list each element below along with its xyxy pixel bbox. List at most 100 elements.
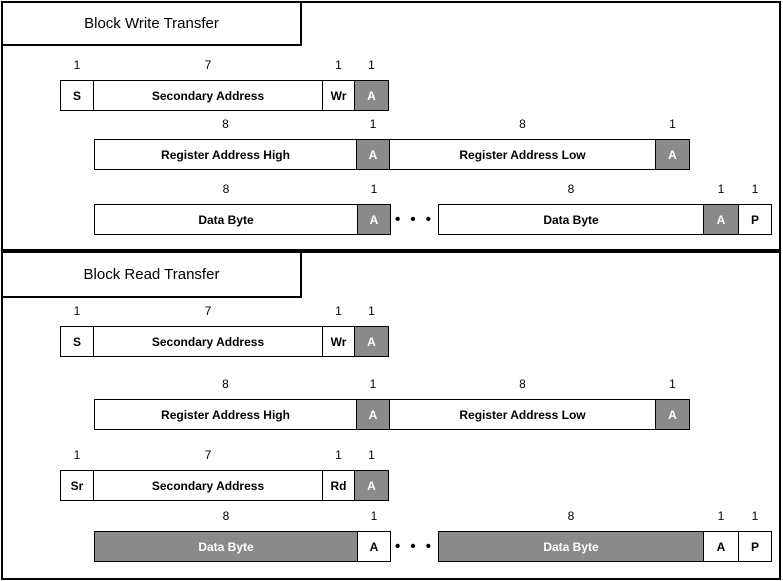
write-register-address-row: 8 Register Address High 1 A 8 Register A… xyxy=(94,117,690,170)
bit-cell: Wr xyxy=(322,326,355,357)
block-write-section-border xyxy=(1,1,781,251)
field-register-address-low: 8 Register Address Low xyxy=(389,117,656,170)
bit-count: 1 xyxy=(335,58,342,72)
bit-cell: P xyxy=(738,204,772,235)
field-data-byte: 8 Data Byte xyxy=(94,182,358,235)
block-read-title: Block Read Transfer xyxy=(83,266,220,283)
field-ack: 1 A xyxy=(354,58,389,111)
field-ack: 1 A xyxy=(356,377,390,430)
bit-count: 1 xyxy=(370,509,378,523)
field-ack: 1 A xyxy=(354,448,389,501)
bit-cell: A xyxy=(655,399,690,430)
read-data-row-left: 8 Data Byte 1 A xyxy=(94,509,391,562)
bit-cell: Secondary Address xyxy=(93,326,323,357)
bit-cell: A xyxy=(356,139,390,170)
bit-count: 1 xyxy=(368,448,375,462)
field-register-address-low: 8 Register Address Low xyxy=(389,377,656,430)
bit-count: 7 xyxy=(204,448,212,462)
bit-count: 1 xyxy=(368,304,375,318)
bit-cell: A xyxy=(655,139,690,170)
field-stop: 1 P xyxy=(738,509,772,562)
bit-count: 1 xyxy=(369,377,377,391)
bit-cell: Register Address Low xyxy=(389,399,656,430)
bit-cell: A xyxy=(354,470,389,501)
bit-cell: Register Address Low xyxy=(389,139,656,170)
bit-cell: Register Address High xyxy=(94,399,357,430)
field-register-address-high: 8 Register Address High xyxy=(94,377,357,430)
bit-cell: A xyxy=(357,531,391,562)
field-repeated-start: 1 Sr xyxy=(60,448,94,501)
bit-count: 8 xyxy=(519,377,526,391)
bit-cell: P xyxy=(738,531,772,562)
bit-cell: A xyxy=(703,531,739,562)
field-data-byte: 8 Data Byte xyxy=(438,509,704,562)
bit-cell: Secondary Address xyxy=(93,470,323,501)
block-read-section-border xyxy=(1,251,781,580)
field-read-bit: 1 Rd xyxy=(322,448,355,501)
field-secondary-address: 7 Secondary Address xyxy=(93,58,323,111)
bit-cell: A xyxy=(354,326,389,357)
ellipsis: • • • xyxy=(394,538,435,555)
ellipsis: • • • xyxy=(394,211,435,228)
bit-cell: A xyxy=(356,399,390,430)
field-write-bit: 1 Wr xyxy=(322,304,355,357)
field-data-byte: 8 Data Byte xyxy=(438,182,704,235)
bit-count: 1 xyxy=(717,509,725,523)
bit-count: 1 xyxy=(669,377,676,391)
bit-count: 7 xyxy=(204,304,212,318)
bit-count: 1 xyxy=(73,448,81,462)
field-start: 1 S xyxy=(60,304,94,357)
bit-cell: Register Address High xyxy=(94,139,357,170)
bit-cell: S xyxy=(60,326,94,357)
bit-count: 8 xyxy=(222,117,229,131)
field-ack: 1 A xyxy=(655,117,690,170)
bit-cell: A xyxy=(703,204,739,235)
field-ack: 1 A xyxy=(357,182,391,235)
field-ack: 1 A xyxy=(703,509,739,562)
bit-cell: S xyxy=(60,80,94,111)
bit-cell: Data Byte xyxy=(94,204,358,235)
bit-count: 1 xyxy=(368,58,375,72)
write-data-row-right: 8 Data Byte 1 A 1 P xyxy=(438,182,772,235)
field-ack: 1 A xyxy=(356,117,390,170)
read-repeated-start-row: 1 Sr 7 Secondary Address 1 Rd 1 A xyxy=(60,448,389,501)
bit-count: 8 xyxy=(567,182,575,196)
bit-count: 1 xyxy=(751,182,759,196)
bit-count: 1 xyxy=(370,182,378,196)
block-write-title: Block Write Transfer xyxy=(84,15,219,32)
bit-count: 1 xyxy=(335,304,342,318)
bit-cell: A xyxy=(357,204,391,235)
bit-cell: A xyxy=(354,80,389,111)
field-ack: 1 A xyxy=(655,377,690,430)
read-address-row: 1 S 7 Secondary Address 1 Wr 1 A xyxy=(60,304,389,357)
field-start: 1 S xyxy=(60,58,94,111)
bit-count: 1 xyxy=(717,182,725,196)
bit-cell: Data Byte xyxy=(94,531,358,562)
read-data-row-right: 8 Data Byte 1 A 1 P xyxy=(438,509,772,562)
block-write-title-box: Block Write Transfer xyxy=(1,1,302,46)
field-write-bit: 1 Wr xyxy=(322,58,355,111)
block-read-title-box: Block Read Transfer xyxy=(1,251,302,298)
bit-count: 7 xyxy=(204,58,212,72)
field-secondary-address: 7 Secondary Address xyxy=(93,448,323,501)
bit-cell: Wr xyxy=(322,80,355,111)
bit-count: 1 xyxy=(751,509,759,523)
read-register-address-row: 8 Register Address High 1 A 8 Register A… xyxy=(94,377,690,430)
field-data-byte: 8 Data Byte xyxy=(94,509,358,562)
field-stop: 1 P xyxy=(738,182,772,235)
bit-cell: Data Byte xyxy=(438,204,704,235)
write-address-row: 1 S 7 Secondary Address 1 Wr 1 A xyxy=(60,58,389,111)
field-secondary-address: 7 Secondary Address xyxy=(93,304,323,357)
bit-cell: Sr xyxy=(60,470,94,501)
bit-count: 8 xyxy=(567,509,575,523)
bit-count: 8 xyxy=(222,509,230,523)
write-data-row-left: 8 Data Byte 1 A xyxy=(94,182,391,235)
bit-count: 8 xyxy=(222,182,230,196)
bit-count: 1 xyxy=(369,117,377,131)
bit-cell: Rd xyxy=(322,470,355,501)
bit-count: 1 xyxy=(669,117,676,131)
field-ack: 1 A xyxy=(703,182,739,235)
bit-count: 8 xyxy=(519,117,526,131)
bit-cell: Secondary Address xyxy=(93,80,323,111)
